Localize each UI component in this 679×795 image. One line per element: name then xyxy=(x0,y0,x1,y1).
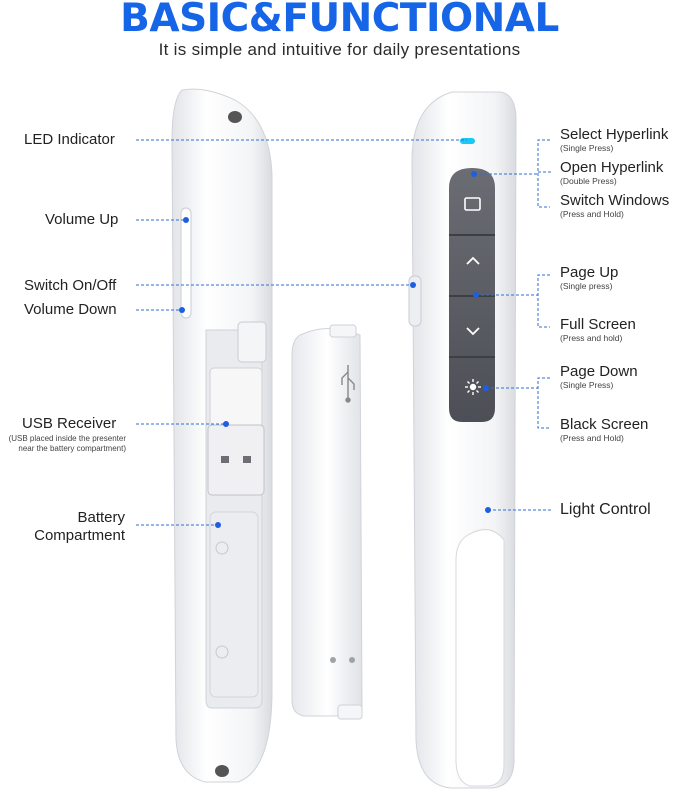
switch-windows-label: Switch Windows (Press and Hold) xyxy=(560,192,669,219)
full-screen-title: Full Screen xyxy=(560,316,636,333)
volume-down-label: Volume Down xyxy=(24,301,117,318)
page-up-note: (Single press) xyxy=(560,281,613,291)
page-up-title: Page Up xyxy=(560,264,619,281)
open-hyperlink-title: Open Hyperlink xyxy=(560,159,664,176)
usb-receiver-note: (USB placed inside the presenter near th… xyxy=(8,434,126,453)
switch-windows-title: Switch Windows xyxy=(560,192,670,209)
chevron-up-icon[interactable] xyxy=(466,256,480,265)
chevron-down-icon[interactable] xyxy=(466,327,480,336)
full-screen-label: Full Screen (Press and hold) xyxy=(560,316,636,343)
right-leader-lines xyxy=(474,139,552,511)
switch-label: Switch On/Off xyxy=(24,277,117,294)
usb-receiver-label: USB Receiver xyxy=(22,415,117,432)
black-screen-label: Black Screen (Press and Hold) xyxy=(560,416,648,443)
open-hyperlink-label: Open Hyperlink (Double Press) xyxy=(560,159,663,186)
led-indicator-label: LED Indicator xyxy=(24,131,115,148)
led-indicator xyxy=(460,138,475,144)
callout-dots xyxy=(179,171,491,528)
open-hyperlink-note: (Double Press) xyxy=(560,176,617,186)
page-title: BASIC&FUNCTIONAL xyxy=(120,0,559,41)
button-panel xyxy=(449,168,495,422)
left-leader-lines xyxy=(136,139,467,526)
usb-receiver[interactable] xyxy=(207,367,265,496)
power-switch[interactable] xyxy=(408,275,422,327)
presenter-side-view xyxy=(171,88,273,783)
presenter-front-view xyxy=(408,91,517,789)
select-hyperlink-title: Select Hyperlink xyxy=(560,126,669,143)
page-subtitle: It is simple and intuitive for daily pre… xyxy=(158,40,521,59)
light-control-label: Light Control xyxy=(560,501,651,518)
battery-label-line2: Compartment xyxy=(34,527,125,544)
battery-cover[interactable] xyxy=(291,324,363,720)
lanyard-hole-bottom-icon xyxy=(215,765,229,777)
page-down-note: (Single Press) xyxy=(560,380,614,390)
lanyard-hole-icon xyxy=(228,111,242,123)
laser-sun-icon[interactable] xyxy=(465,379,481,395)
page-down-label: Page Down (Single Press) xyxy=(560,363,638,390)
battery-label-line1: Battery xyxy=(77,509,125,526)
select-hyperlink-label: Select Hyperlink (Single Press) xyxy=(560,126,668,153)
select-hyperlink-note: (Single Press) xyxy=(560,143,614,153)
pocket-clip xyxy=(455,529,505,787)
volume-up-label: Volume Up xyxy=(45,211,119,228)
window-square-icon[interactable] xyxy=(464,197,481,211)
page-up-label: Page Up (Single press) xyxy=(560,264,618,291)
switch-windows-note: (Press and Hold) xyxy=(560,209,624,219)
battery-compartment xyxy=(209,511,259,698)
usb-icon xyxy=(341,365,355,403)
black-screen-note: (Press and Hold) xyxy=(560,433,624,443)
page-down-title: Page Down xyxy=(560,363,638,380)
volume-rocker[interactable] xyxy=(180,207,192,319)
full-screen-note: (Press and hold) xyxy=(560,333,623,343)
black-screen-title: Black Screen xyxy=(560,416,649,433)
